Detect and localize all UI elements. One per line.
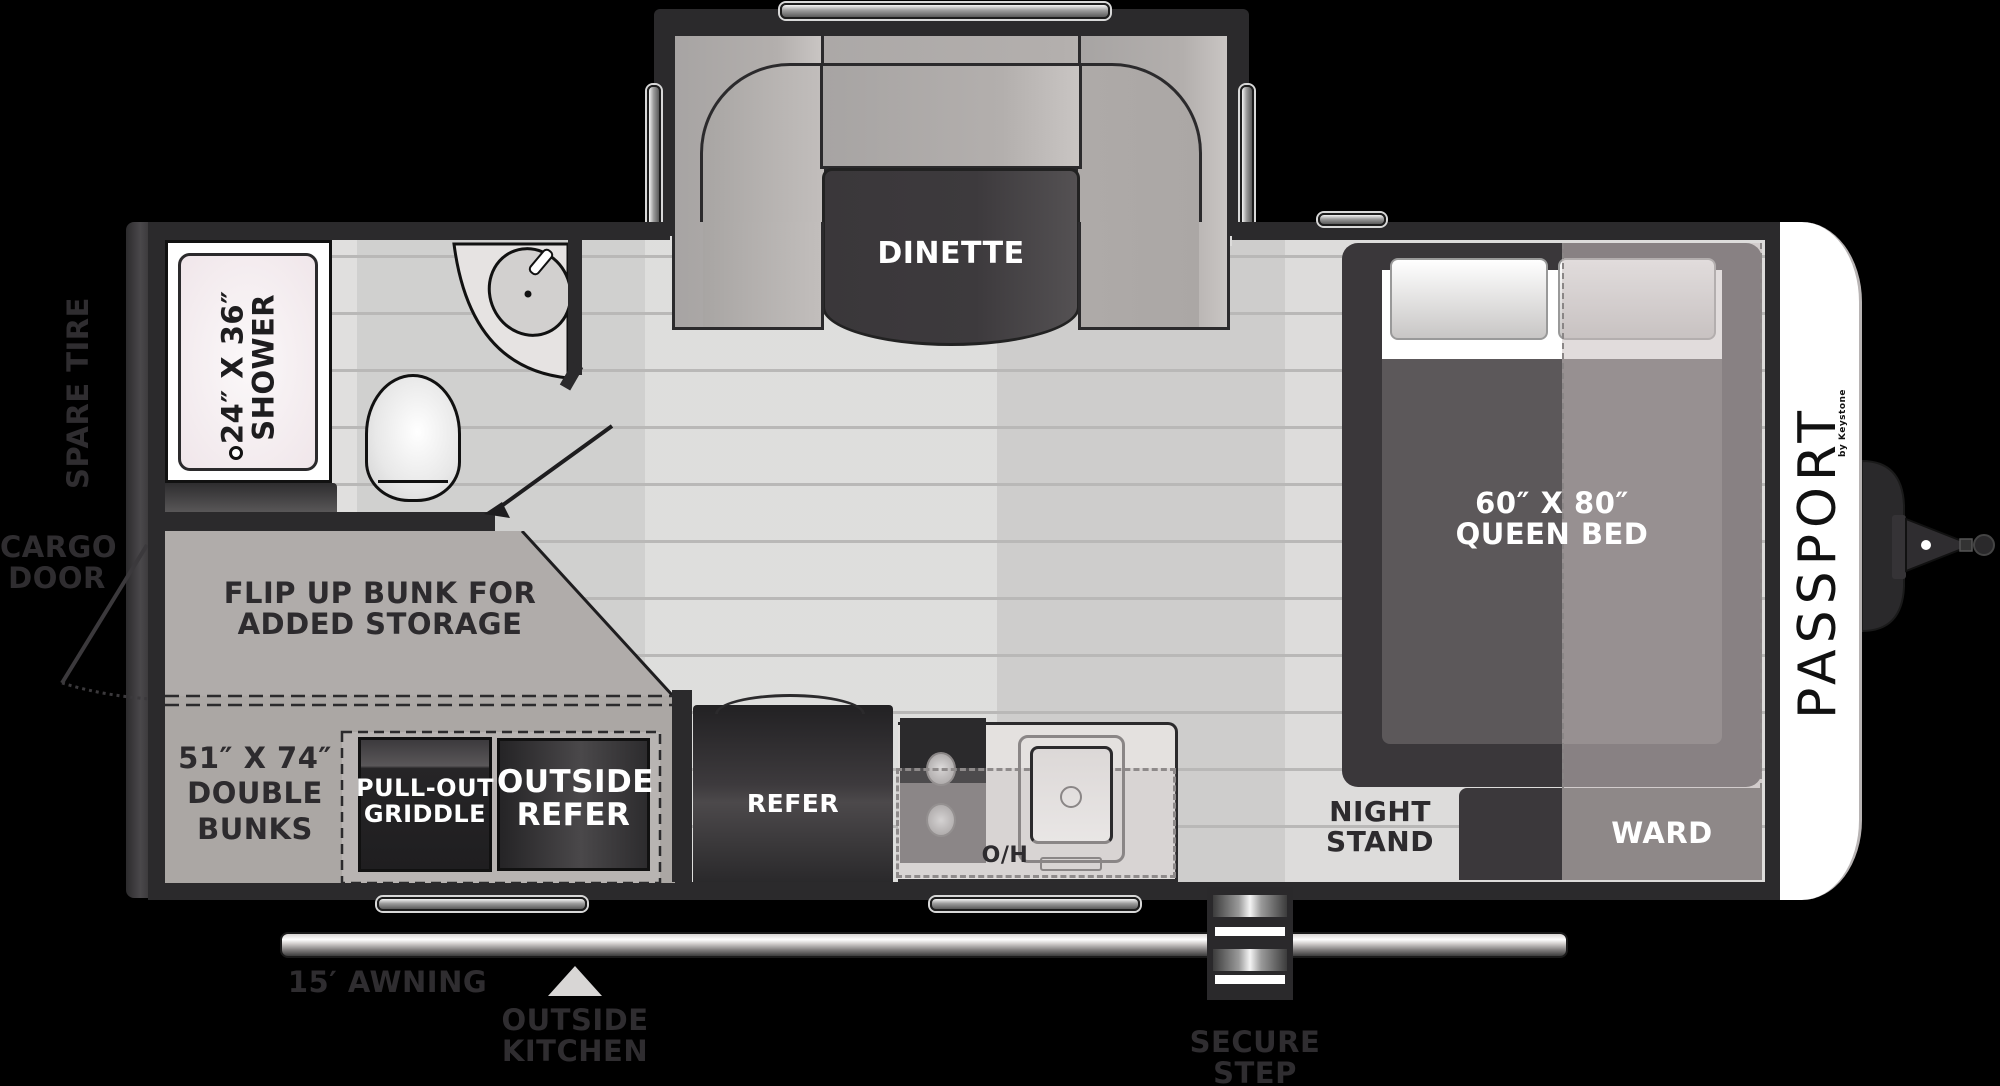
kitchen-sink-icon [1018, 735, 1125, 863]
bath-wall-bottom [165, 512, 495, 532]
exterior-rail-center [930, 897, 1140, 911]
outside-refer [497, 738, 650, 871]
night-stand-label: NIGHT STAND [1315, 795, 1445, 859]
outside-refer-line2: REFER [516, 797, 631, 834]
front-cap [1780, 222, 1862, 900]
dinette-right-seat-lower-fill [1081, 222, 1199, 327]
bed-size-text: 60″ X 80″ [1475, 486, 1629, 520]
cargo-door-label-line1: CARGO [0, 530, 118, 564]
burner-2-icon [926, 803, 956, 837]
dinette-left-seat-lower-fill [703, 222, 821, 327]
slideout-right-rail [1240, 85, 1254, 235]
kitchen-sink-drain-icon [1060, 786, 1082, 808]
refer-label: REFER [746, 789, 840, 818]
wardrobe-cabinet [1562, 788, 1762, 880]
bunks-line3: BUNKS [197, 811, 313, 846]
griddle-line2: GRIDDLE [363, 799, 487, 828]
step-tread-2 [1213, 949, 1287, 971]
cooktop [900, 718, 986, 863]
flip-up-bunk-label: FLIP UP BUNK FOR ADDED STORAGE [170, 576, 590, 642]
bunk-wall-right [672, 690, 692, 882]
bath-door-icon [484, 424, 614, 518]
pillow-left [1390, 258, 1548, 340]
flip-up-bunk-line2: ADDED STORAGE [237, 607, 523, 642]
pull-out-griddle [358, 737, 492, 872]
bunks-line2: DOUBLE [187, 776, 323, 811]
shower-size-text: 24″ X 36″ [215, 290, 250, 445]
dinette-center-cushion [820, 63, 1082, 169]
bath-partition-wall [568, 240, 582, 375]
outside-kitchen-line1: OUTSIDE [501, 1003, 649, 1037]
slideout-top-rail [780, 3, 1110, 19]
shower-name-text: SHOWER [247, 293, 281, 441]
brand-subtitle: by Keystone [1838, 388, 1848, 458]
slideout-left-rail [647, 85, 661, 235]
shower-drain-icon [229, 446, 243, 460]
night-stand-line1: NIGHT [1329, 795, 1431, 828]
bunks-size-text: 51″ X 74″ [178, 741, 332, 775]
bed-name-text: QUEEN BED [1455, 517, 1649, 552]
outside-kitchen-line2: KITCHEN [501, 1034, 649, 1069]
dinette-label: DINETTE [877, 236, 1025, 271]
cargo-door-label-line2: DOOR [8, 561, 106, 596]
night-stand-line2: STAND [1326, 825, 1434, 859]
step-tread-1 [1213, 895, 1287, 917]
step-highlight-2 [1215, 975, 1285, 984]
double-bunks-label: 51″ X 74″ DOUBLE BUNKS [166, 741, 344, 847]
bed-label: 60″ X 80″ QUEEN BED [1382, 486, 1722, 552]
wardrobe-overhead-overlay [1562, 243, 1762, 879]
wardrobe-label: WARD [1611, 816, 1713, 850]
slide-wall-left [640, 222, 660, 240]
griddle-line1: PULL-OUT [356, 774, 494, 802]
bath-step [165, 483, 337, 513]
hitch-icon [1862, 459, 1995, 633]
awning-bar [280, 932, 1568, 958]
outside-kitchen-label: OUTSIDE KITCHEN [486, 1003, 664, 1069]
secure-step-label: SECURE STEP [1189, 1025, 1321, 1086]
exterior-rail-bedroom [1318, 213, 1386, 226]
step-highlight-1 [1215, 927, 1285, 936]
kitchen-faucet-icon [1040, 857, 1102, 871]
toilet-seat-line [378, 480, 448, 483]
awning-label: 15′ AWNING [287, 965, 488, 999]
outside-refer-line1: OUTSIDE [497, 764, 654, 800]
outside-refer-label: OUTSIDE REFER [497, 764, 654, 834]
shower-pan [178, 253, 318, 471]
cargo-door-label: CARGO DOOR [0, 530, 118, 596]
outside-kitchen-arrow-icon [548, 966, 602, 996]
spare-tire-label: SPARE TIRE [61, 297, 95, 489]
cargo-door-swing-icon [60, 543, 171, 702]
shower-label: 24″ X 36″ SHOWER [215, 252, 281, 482]
pull-out-griddle-label: PULL-OUT GRIDDLE [356, 774, 494, 828]
exterior-rail-left [377, 897, 587, 911]
secure-step [1207, 887, 1293, 1000]
flip-up-bunk-line1: FLIP UP BUNK FOR [223, 576, 537, 610]
overhead-label: O/H [981, 843, 1029, 868]
refrigerator [693, 705, 893, 882]
night-stand-cabinet [1459, 788, 1562, 880]
